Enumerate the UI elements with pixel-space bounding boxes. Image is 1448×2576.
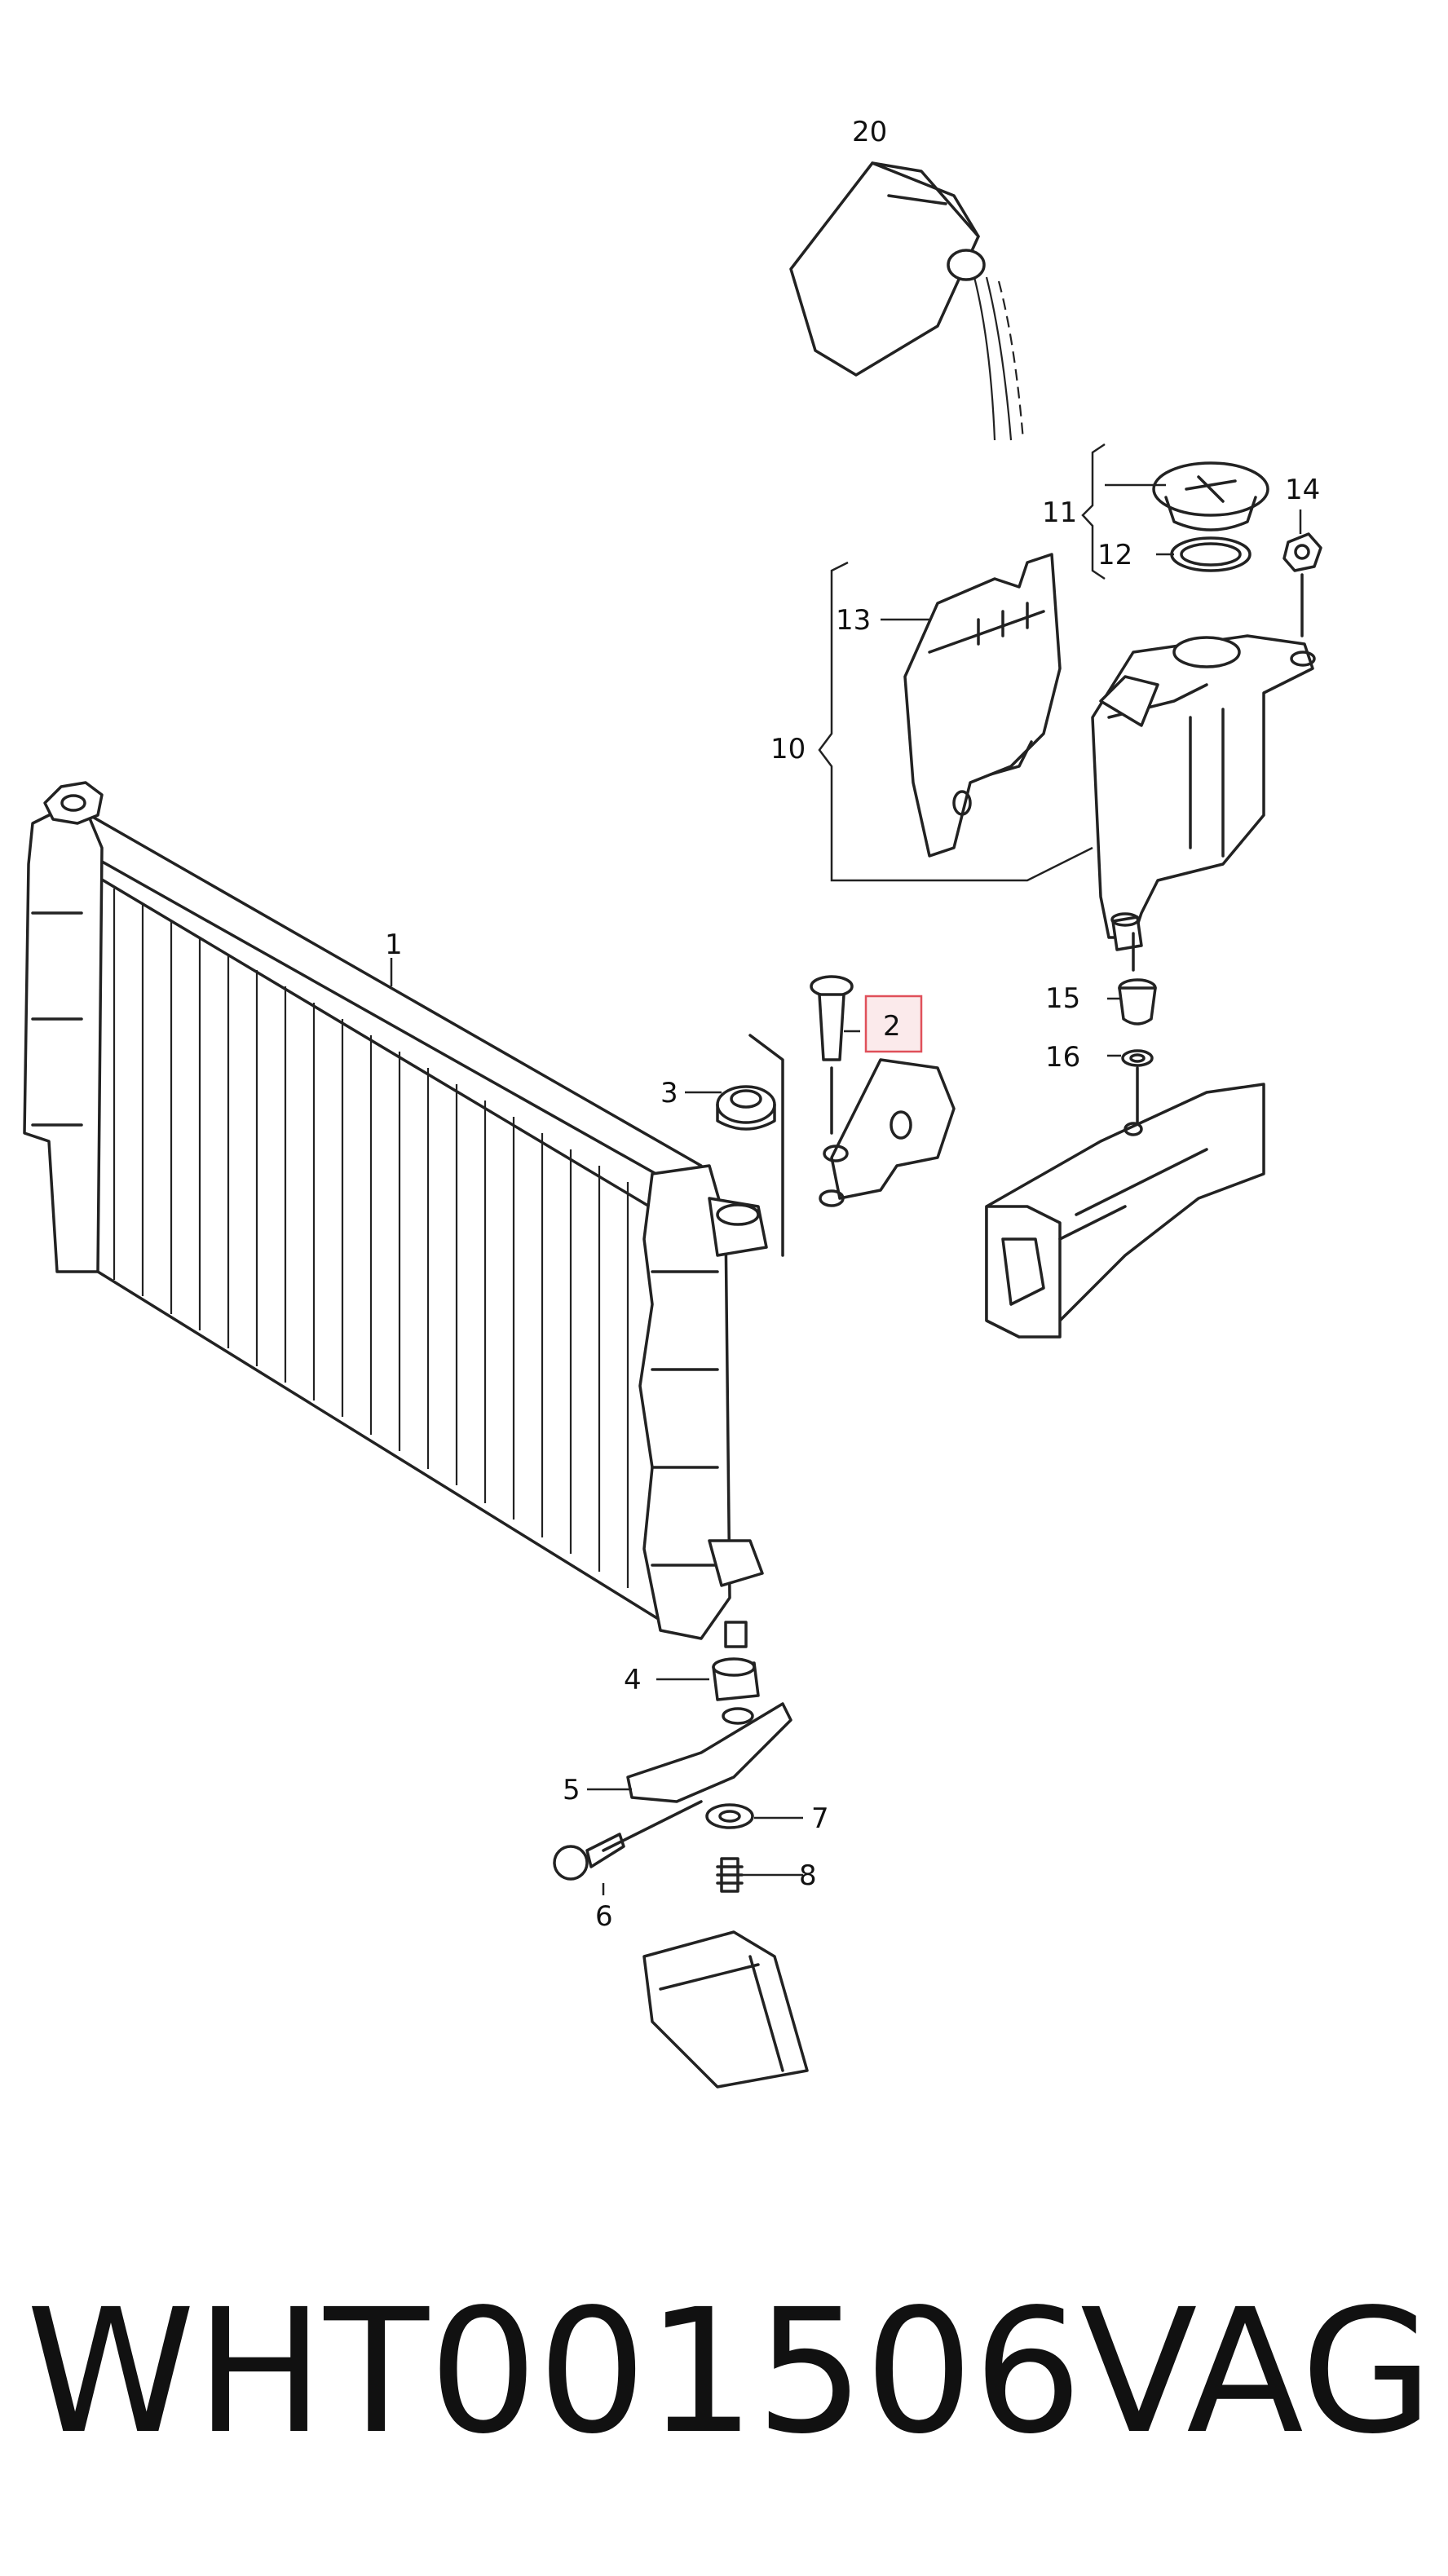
side-member bbox=[985, 1083, 1265, 1339]
mount-bracket bbox=[748, 1034, 956, 1257]
callout-13: 13 bbox=[836, 604, 871, 637]
callout-20: 20 bbox=[852, 116, 887, 148]
expansion-tank bbox=[1091, 634, 1316, 972]
coolant-jug-part-20 bbox=[789, 161, 1025, 441]
washer-part-16 bbox=[1121, 1049, 1154, 1127]
highlight-box-part-2 bbox=[864, 995, 923, 1053]
pin-part-2 bbox=[810, 975, 854, 1135]
callout-7: 7 bbox=[811, 1802, 829, 1835]
leader-lines bbox=[390, 443, 1302, 1895]
nut-part-14 bbox=[1282, 532, 1322, 637]
callout-12: 12 bbox=[1097, 539, 1132, 571]
callout-14: 14 bbox=[1285, 474, 1320, 506]
radiator bbox=[23, 781, 768, 1648]
callout-3: 3 bbox=[660, 1077, 678, 1109]
callout-2: 2 bbox=[883, 1010, 901, 1043]
callout-4: 4 bbox=[624, 1664, 642, 1696]
footer: WHT001506 VAG bbox=[0, 2250, 1448, 2494]
parts-diagram: 1 2 3 4 5 6 7 8 10 11 12 13 14 15 16 20 bbox=[23, 116, 1322, 2089]
cap-part-11 bbox=[1152, 461, 1269, 532]
lower-mount bbox=[553, 1657, 809, 2089]
callout-6: 6 bbox=[595, 1900, 613, 1933]
callout-labels: 1 2 3 4 5 6 7 8 10 11 12 13 14 15 16 20 bbox=[385, 116, 1320, 1933]
callout-11: 11 bbox=[1042, 496, 1077, 529]
callout-15: 15 bbox=[1045, 982, 1080, 1015]
brand-name: VAG bbox=[1080, 2272, 1433, 2472]
seal-part-12 bbox=[1170, 536, 1252, 572]
callout-16: 16 bbox=[1045, 1041, 1080, 1074]
callout-10: 10 bbox=[770, 733, 806, 765]
callout-1: 1 bbox=[385, 929, 403, 961]
grommet-part-3 bbox=[716, 1085, 776, 1131]
callout-5: 5 bbox=[563, 1774, 581, 1806]
grommet-part-15 bbox=[1118, 978, 1157, 1026]
callout-8: 8 bbox=[799, 1859, 817, 1892]
part-number: WHT001506 bbox=[26, 2272, 1083, 2472]
heat-shield-part-13 bbox=[903, 553, 1062, 858]
